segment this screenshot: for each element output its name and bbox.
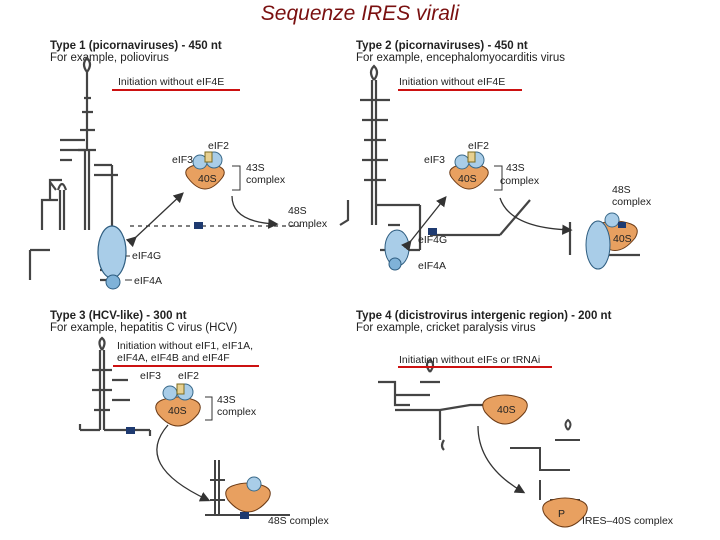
- label-eif4g: eIF4G: [418, 234, 448, 246]
- label-43s: 43S: [506, 162, 525, 174]
- complex-43s-type3: [155, 383, 213, 427]
- label-eif4g: eIF4G: [132, 250, 162, 262]
- label-48s: 48S: [612, 184, 631, 196]
- ires-rna-structure-type4: [378, 358, 500, 451]
- label-eif2: eIF2: [468, 140, 490, 152]
- panel-title: Type 3 (HCV-like) - 300 nt: [50, 310, 187, 322]
- requirement-text: Initiation without eIFs or tRNAi: [399, 354, 541, 366]
- complex-43s-type2: [449, 151, 503, 191]
- label-48s-complex: 48S complex: [268, 515, 329, 527]
- panel-title: Type 4 (dicistrovirus intergenic region)…: [356, 310, 612, 322]
- label-eif2: eIF2: [178, 370, 200, 382]
- requirement-text: Initiation without eIF4E: [118, 76, 225, 88]
- slide-title: Sequenze IRES virali: [260, 2, 460, 25]
- label-43s: 43S: [217, 394, 236, 406]
- requirement-text: Initiation without eIF1, eIF1A, eIF4A, e…: [117, 340, 253, 364]
- label-eif4a: eIF4A: [134, 275, 163, 287]
- label-40s-48s: 40S: [613, 233, 632, 245]
- requirement-underline: [398, 366, 552, 368]
- label-48s-complex: complex: [612, 196, 652, 208]
- panel-title: Type 1 (picornaviruses) - 450 nt: [50, 40, 222, 52]
- requirement-underline: [398, 89, 522, 91]
- label-48s-complex: complex: [288, 218, 328, 230]
- label-40s: 40S: [198, 173, 217, 185]
- requirement-underline: [112, 89, 240, 91]
- panel-type3: Type 3 (HCV-like) - 300 nt For example, …: [50, 310, 340, 334]
- panel-type2: Type 2 (picornaviruses) - 450 nt For exa…: [356, 40, 696, 64]
- ires-40s-complex: [510, 418, 580, 501]
- panel-type4: Type 4 (dicistrovirus intergenic region)…: [356, 310, 696, 334]
- label-eif2: eIF2: [208, 140, 230, 152]
- label-eif3: eIF3: [172, 154, 194, 166]
- label-43s-complex: complex: [500, 175, 540, 187]
- panel-example: For example, cricket paralysis virus: [356, 322, 536, 334]
- panel-example: For example, hepatitis C virus (HCV): [50, 322, 238, 334]
- label-40s: 40S: [458, 173, 477, 185]
- complex-43s-type1: [185, 151, 241, 191]
- ribosome-40s-type4: [482, 394, 528, 425]
- label-eif3: eIF3: [424, 154, 446, 166]
- label-40s: 40S: [168, 405, 187, 417]
- label-p-site: P: [558, 508, 566, 520]
- label-40s: 40S: [497, 404, 516, 416]
- panel-type1: Type 1 (picornaviruses) - 450 nt For exa…: [50, 40, 350, 300]
- label-eif3: eIF3: [140, 370, 162, 382]
- panel-example: For example, encephalomyocarditis virus: [356, 52, 566, 64]
- complex-48s-type2: [585, 212, 638, 270]
- label-43s: 43S: [246, 162, 265, 174]
- label-eif4a: eIF4A: [418, 260, 447, 272]
- panel-title: Type 2 (picornaviruses) - 450 nt: [356, 40, 528, 52]
- label-43s-complex: complex: [246, 174, 286, 186]
- requirement-text: Initiation without eIF4E: [399, 76, 506, 88]
- requirement-underline: [113, 365, 259, 367]
- label-43s-complex: complex: [217, 406, 257, 418]
- panel-example: For example, poliovirus: [50, 52, 169, 64]
- eif4g-eif4a-type1: [97, 225, 132, 290]
- label-ires-40s-complex: IRES–40S complex: [582, 515, 674, 527]
- label-48s: 48S: [288, 205, 307, 217]
